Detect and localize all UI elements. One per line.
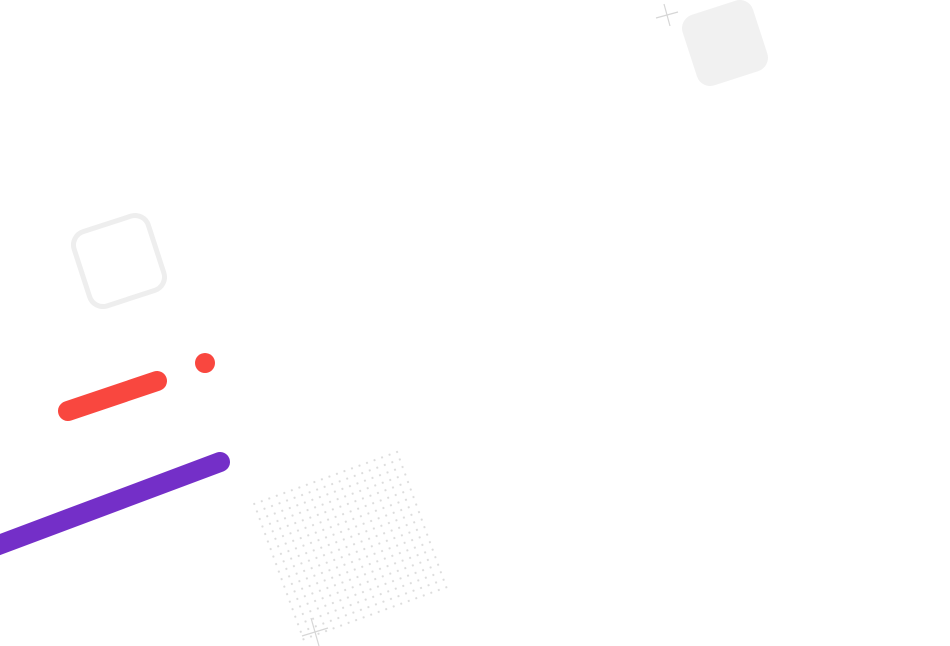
red-dot	[195, 353, 215, 373]
filled-rounded-square-icon	[682, 0, 768, 86]
purple-line	[0, 452, 230, 556]
red-line	[58, 371, 167, 421]
plus-icon	[301, 617, 329, 646]
outlined-rounded-square-icon	[70, 212, 168, 310]
dot-grid	[249, 447, 449, 643]
plus-icon	[655, 3, 679, 27]
